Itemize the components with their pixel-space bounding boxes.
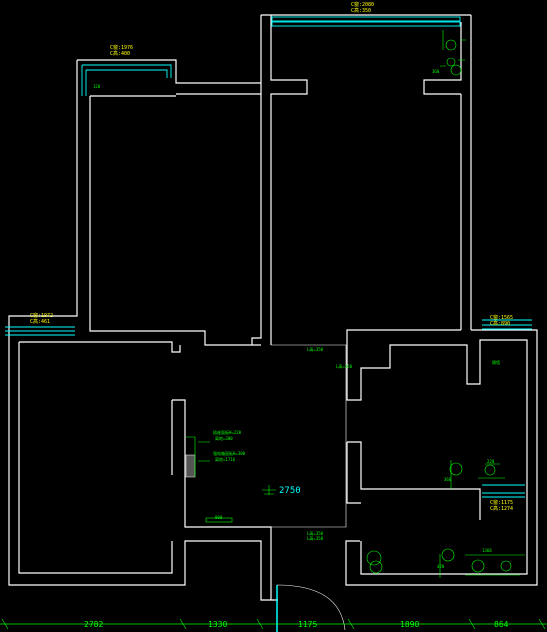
walls xyxy=(8,14,538,601)
outlet-line-3: 强电箱面板H=300 xyxy=(213,450,246,456)
dim-3: 1175 xyxy=(298,620,317,629)
fixture-dim-bath-a: 360 xyxy=(444,477,452,482)
annotations: L高=350 L高=350 L高=350 L高=350 2750 800 隔墙 … xyxy=(93,69,500,569)
center-number: 2750 xyxy=(279,486,301,496)
fixture-dim-bath-c: 1368 xyxy=(482,548,492,553)
dim-5: 864 xyxy=(494,620,509,629)
dim-4: 1890 xyxy=(400,620,419,629)
dimension-line: 2782 1330 1175 1890 864 xyxy=(0,618,547,630)
label-top-left-h: C高:400 xyxy=(110,50,130,57)
outlet-line-2: 离地=300 xyxy=(215,435,233,441)
dim-2: 1330 xyxy=(208,620,227,629)
note-entry-top: L高=350 xyxy=(307,530,324,536)
fixture-dim-bath-b: 220 xyxy=(487,459,495,464)
label-top-left-w: C窗:1976 xyxy=(110,44,133,51)
label-left-h: C高:461 xyxy=(30,318,50,325)
window-labels: C窗:2080 C高:350 C窗:1976 C高:400 C窗:1972 C高… xyxy=(30,1,513,512)
note-door-side: L高=350 xyxy=(336,363,353,369)
note-door-top: L高=350 xyxy=(307,346,324,352)
label-top-right-h: C高:350 xyxy=(351,7,371,14)
label-right-low-h: C高:1274 xyxy=(490,505,513,512)
note-entry-bottom: L高=350 xyxy=(307,535,324,541)
windows xyxy=(5,16,532,498)
label-left-w: C窗:1972 xyxy=(30,312,53,319)
fixture-dim-small-b: 120 xyxy=(93,84,101,89)
label-right-h: C高:890 xyxy=(490,320,510,327)
dim-1: 2782 xyxy=(84,620,103,629)
fixture-dim-small-a: 360 xyxy=(432,69,440,74)
label-right-low-w: C窗:1175 xyxy=(490,499,513,506)
note-corner: 隔墙 xyxy=(492,359,500,365)
fixture-dim-bath-d: 420 xyxy=(437,564,445,569)
note-bottom-small: 800 xyxy=(215,515,223,520)
outlet-line-4: 离地=1716 xyxy=(215,456,236,462)
label-top-right-w: C窗:2080 xyxy=(351,1,374,8)
label-right-w: C窗:1565 xyxy=(490,314,513,321)
outlet-line-1: 插座面板H=220 xyxy=(213,429,242,435)
fixtures xyxy=(185,30,525,578)
